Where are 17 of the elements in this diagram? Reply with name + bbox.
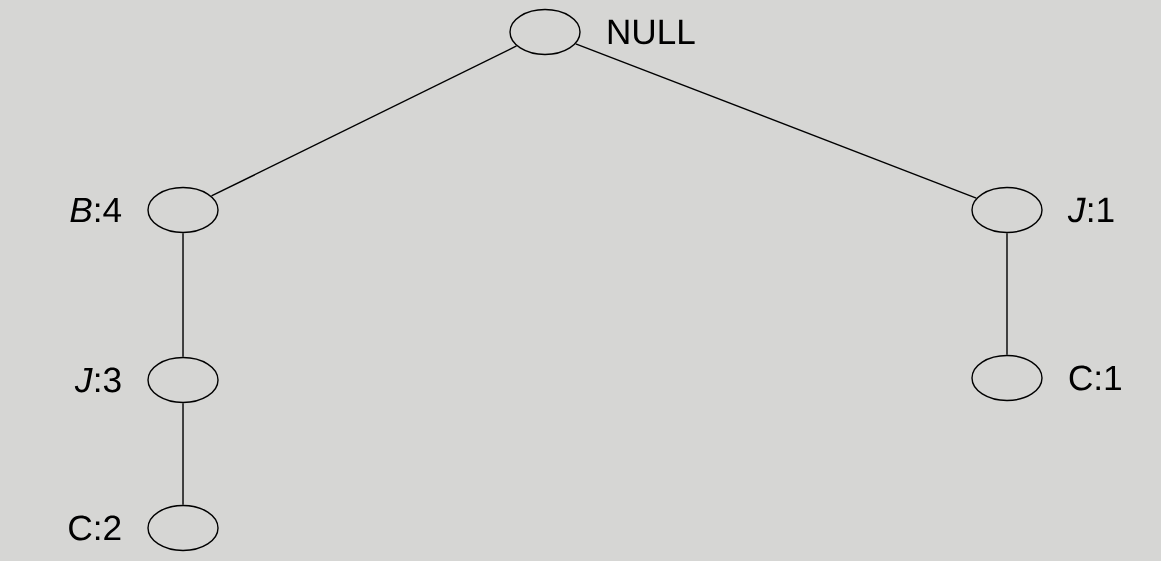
node-label: C:2	[69, 515, 121, 541]
tree-edge	[182, 232, 184, 358]
tree-node-circle	[971, 186, 1043, 234]
node-label: NULL	[608, 19, 695, 45]
tree-node-circle	[147, 504, 219, 552]
tree-edge	[575, 43, 977, 199]
tree-node-circle	[971, 354, 1043, 402]
tree-node-circle	[509, 8, 581, 56]
node-label: J:1	[1067, 197, 1114, 223]
node-label: C:1	[1069, 365, 1121, 391]
tree-node-circle	[147, 356, 219, 404]
node-label: B:4	[70, 197, 122, 223]
tree-edge	[1006, 232, 1008, 356]
tree-edge	[210, 45, 518, 197]
tree-node-circle	[147, 186, 219, 234]
tree-edge	[182, 402, 184, 506]
node-label: J:3	[74, 367, 121, 393]
